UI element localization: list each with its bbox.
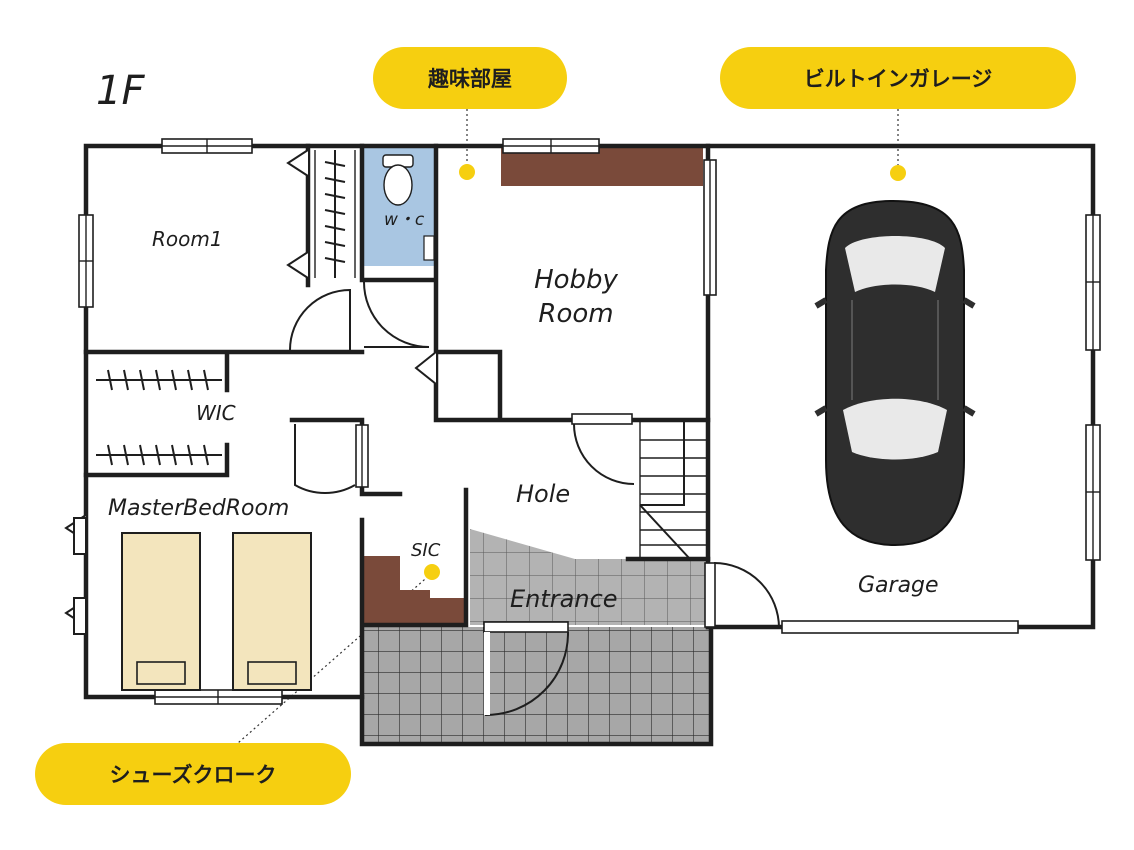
- callout-shoes: シューズクローク: [35, 743, 351, 805]
- label-sic: SIC: [411, 540, 441, 561]
- porch-tile-floor: [362, 627, 711, 744]
- label-wc: w・c: [384, 210, 425, 230]
- doors: [289, 281, 780, 717]
- bed-right: [232, 532, 312, 691]
- sic-shelf: [364, 556, 466, 625]
- marker-garage: [890, 165, 906, 181]
- callout-garage-text: ビルトインガレージ: [804, 67, 993, 91]
- label-room1: Room1: [152, 227, 223, 251]
- label-hobby-1: Hobby: [534, 265, 618, 295]
- label-hole: Hole: [516, 480, 570, 508]
- room1-closet-rail: [314, 150, 356, 278]
- car-icon: [814, 199, 976, 547]
- callout-hobby: 趣味部屋: [373, 47, 567, 109]
- callout-hobby-text: 趣味部屋: [427, 67, 512, 91]
- stairs: [639, 419, 709, 560]
- toilet-icon: [382, 154, 435, 261]
- floor-label: 1F: [96, 68, 145, 114]
- label-wic: WIC: [196, 401, 236, 425]
- entrance-tile-floor: [470, 529, 708, 625]
- window-room1-top: [161, 138, 253, 154]
- marker-hobby: [459, 164, 475, 180]
- label-master: MasterBedRoom: [108, 496, 289, 521]
- window-hobby-right: [703, 159, 717, 296]
- bay-windows: [64, 149, 437, 635]
- window-garage-right-lower: [1085, 424, 1101, 561]
- window-hobby-top: [502, 138, 600, 154]
- window-garage-right-upper: [1085, 214, 1101, 351]
- wic-rail-bottom: [96, 444, 222, 466]
- window-master-bottom: [154, 689, 283, 705]
- window-room1-left: [78, 214, 94, 308]
- garage-shutter: [781, 620, 1019, 634]
- window-hall: [355, 424, 369, 488]
- label-entrance: Entrance: [510, 585, 618, 613]
- wic-rail-top: [96, 369, 222, 391]
- label-garage: Garage: [858, 573, 939, 598]
- label-hobby-2: Room: [538, 299, 613, 329]
- marker-shoes: [424, 564, 440, 580]
- callout-garage: ビルトインガレージ: [720, 47, 1076, 109]
- callout-shoes-text: シューズクローク: [110, 763, 277, 787]
- bed-left: [121, 532, 201, 691]
